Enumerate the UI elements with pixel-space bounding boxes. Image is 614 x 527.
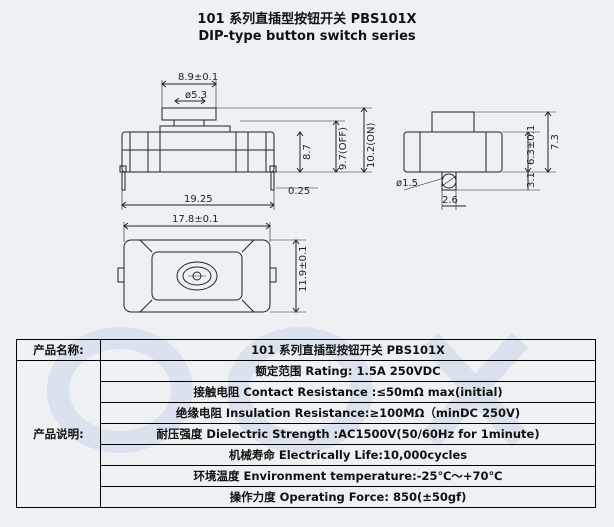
- spec-table: 产品名称: 101 系列直插型按钮开关 PBS101X 产品说明: 额定范围 R…: [16, 339, 596, 508]
- spec-life: 机械寿命 Electrically Life:10,000cycles: [100, 444, 596, 466]
- dim-length: 19.25: [184, 194, 213, 205]
- side-view: 6.3±0.1 7.3 3.1 ø1.5 2.6: [396, 111, 561, 210]
- dim-pin: 0.25: [288, 186, 310, 197]
- dim-height-87: 8.7: [302, 144, 313, 160]
- product-name-label: 产品名称:: [16, 339, 101, 361]
- dim-side-31: 3.1: [526, 172, 537, 188]
- dim-bottom-height: 11.9±0.1: [298, 245, 309, 292]
- dim-diameter: ø5.3: [185, 90, 207, 101]
- dim-pin-spacing: 2.6: [442, 195, 458, 206]
- spec-operating-force: 操作力度 Operating Force: 850(±50gf): [100, 486, 596, 508]
- product-name-value: 101 系列直插型按钮开关 PBS101X: [100, 339, 596, 361]
- dim-side-73: 7.3: [550, 134, 561, 150]
- bottom-view: 17.8±0.1 11.9±0.1: [117, 214, 309, 313]
- spec-contact-resistance: 接触电阻 Contact Resistance :≤50mΩ max(initi…: [100, 381, 596, 403]
- spec-insulation-resistance: 绝缘电阻 Insulation Resistance:≥100MΩ（minDC …: [100, 402, 596, 424]
- dim-bottom-width: 17.8±0.1: [172, 214, 219, 225]
- spec-row: 操作力度 Operating Force: 850(±50gf): [17, 486, 596, 508]
- spec-dielectric-strength: 耐压强度 Dielectric Strength :AC1500V(50/60H…: [100, 423, 596, 445]
- dim-top-width: 8.9±0.1: [178, 72, 218, 83]
- spec-row: 机械寿命 Electrically Life:10,000cycles: [17, 444, 596, 466]
- spec-rating: 额定范围 Rating: 1.5A 250VDC: [100, 360, 596, 382]
- dim-pin-diameter: ø1.5: [396, 178, 418, 189]
- page-title-cn: 101 系列直插型按钮开关 PBS101X: [197, 12, 417, 27]
- spec-temperature: 环境温度 Environment temperature:-25℃～+70℃: [100, 465, 596, 487]
- spec-row: 绝缘电阻 Insulation Resistance:≥100MΩ（minDC …: [17, 402, 596, 424]
- dim-height-off: 9.7(OFF): [338, 127, 349, 170]
- spec-row: 耐压强度 Dielectric Strength :AC1500V(50/60H…: [17, 423, 596, 445]
- front-view: 8.9±0.1 ø5.3 8.7 9.7(O: [119, 72, 377, 210]
- product-name-row: 产品名称: 101 系列直插型按钮开关 PBS101X: [16, 339, 596, 361]
- dim-height-on: 10.2(ON): [366, 122, 377, 168]
- spec-row: 环境温度 Environment temperature:-25℃～+70℃: [17, 465, 596, 487]
- dim-side-63: 6.3±0.1: [526, 125, 537, 165]
- spec-row: 产品说明: 额定范围 Rating: 1.5A 250VDC: [16, 360, 596, 508]
- spec-row: 接触电阻 Contact Resistance :≤50mΩ max(initi…: [17, 381, 596, 403]
- page-title-en: DIP-type button switch series: [198, 29, 416, 44]
- description-label: 产品说明:: [16, 360, 101, 508]
- technical-drawing: 8.9±0.1 ø5.3 8.7 9.7(O: [117, 72, 561, 313]
